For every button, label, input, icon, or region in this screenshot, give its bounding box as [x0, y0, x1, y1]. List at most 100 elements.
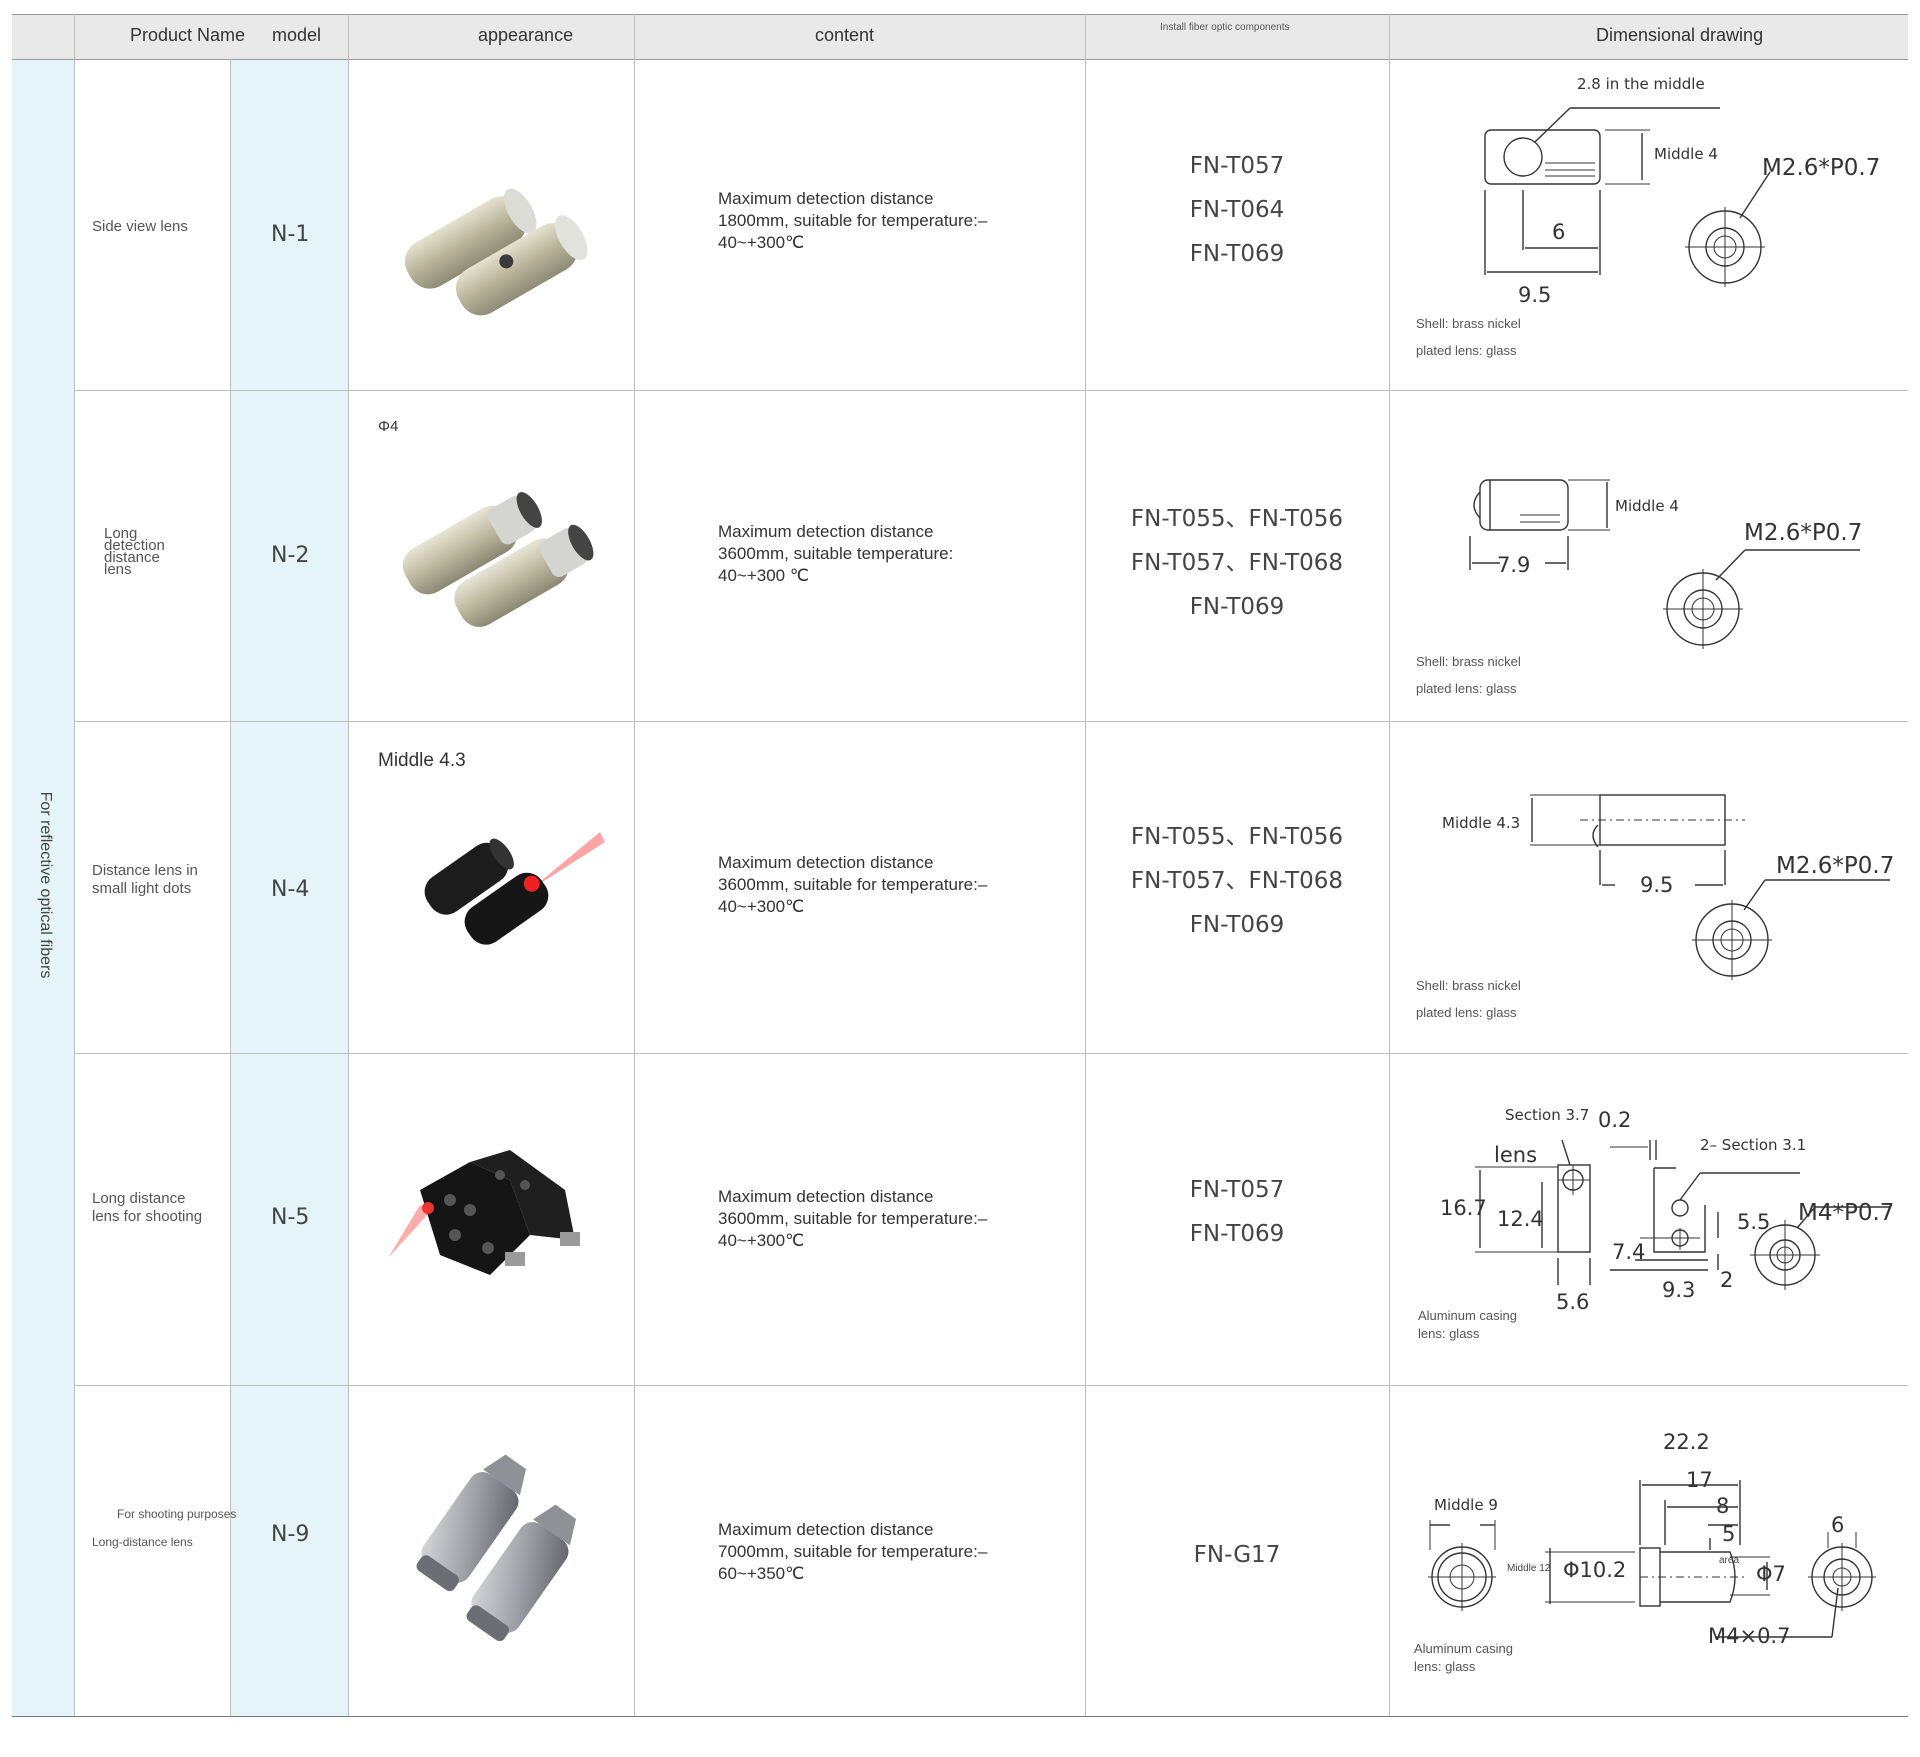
product-photo-n9 — [416, 1454, 577, 1642]
dim-label: Middle 4 — [1654, 145, 1718, 163]
row-content: Maximum detection distance 3600mm, suita… — [718, 1187, 988, 1250]
header-appearance: appearance — [478, 25, 574, 45]
dim-value: M4×0.7 — [1708, 1624, 1791, 1648]
component-item: FN-T064 — [1189, 197, 1285, 223]
column-divider — [348, 14, 349, 1716]
component-item: FN-T069 — [1189, 912, 1285, 938]
row-content: Maximum detection distance 1800mm, suita… — [718, 189, 988, 252]
header-content: content — [815, 25, 875, 45]
dim-label: Middle 9 — [1434, 1496, 1498, 1514]
row-content: Maximum detection distance 3600mm, suita… — [718, 522, 954, 585]
material-note-line: plated lens: glass — [1416, 1005, 1517, 1020]
material-note-line: Shell: brass nickel — [1416, 654, 1521, 669]
component-item: FN-T069 — [1189, 241, 1285, 267]
product-name: Long detection distance lens — [104, 525, 165, 578]
dim-value: 5 — [1722, 1522, 1736, 1546]
dim-value: 6 — [1831, 1513, 1845, 1537]
header-drawing: Dimensional drawing — [1596, 25, 1764, 45]
header-components: Install fiber optic components — [1160, 22, 1290, 33]
row-separator — [74, 721, 1908, 722]
component-list: FN-T057 FN-T069 — [1087, 1168, 1387, 1256]
header-product-name: Product Name — [130, 25, 246, 45]
component-item: FN-T057 — [1189, 153, 1285, 179]
dim-label: 2– Section 3.1 — [1700, 1136, 1807, 1154]
column-divider — [634, 14, 635, 1716]
row-separator — [74, 390, 1908, 391]
dim-value: 9.5 — [1518, 283, 1552, 307]
model-number: N-2 — [271, 543, 310, 568]
product-name-line: For shooting purposes — [117, 1507, 237, 1521]
category-column-background — [12, 59, 74, 1716]
product-name: Distance lens in small light dots — [92, 862, 198, 897]
dim-value: 8 — [1716, 1494, 1730, 1518]
material-note: Shell: brass nickel plated lens: glass — [1416, 972, 1521, 1026]
dim-label: Middle 4 — [1615, 497, 1679, 515]
model-number: N-5 — [271, 1205, 310, 1230]
table-top-border — [12, 14, 1908, 15]
dim-value: 0.2 — [1598, 1108, 1632, 1132]
material-note-line: plated lens: glass — [1416, 343, 1517, 358]
product-photo-n5 — [388, 1150, 580, 1275]
table-bottom-border — [12, 1716, 1908, 1717]
product-photo-n1 — [404, 188, 588, 316]
product-photo-n4 — [424, 832, 605, 945]
product-photo-n2 — [402, 492, 594, 627]
dimension-drawing-n2 — [1469, 479, 1860, 649]
dim-label: Middle 4.3 — [1442, 814, 1521, 832]
component-item: FN-T069 — [1189, 1221, 1285, 1247]
category-label: For reflective optical fibers — [37, 791, 54, 979]
column-divider — [1389, 14, 1390, 1716]
dim-value: 12.4 — [1497, 1207, 1544, 1231]
dim-label: Middle 12 — [1507, 1563, 1551, 1574]
dimension-drawing-n1 — [1484, 107, 1771, 287]
dimension-drawing-n5 — [1475, 1139, 1890, 1290]
row-separator — [74, 1053, 1908, 1054]
dim-value: 5.6 — [1556, 1290, 1590, 1314]
dim-value: 16.7 — [1440, 1196, 1487, 1220]
dim-value: 7.4 — [1612, 1240, 1646, 1264]
component-item: FN-T057、FN-T068 — [1130, 868, 1344, 894]
component-list: FN-G17 — [1087, 1533, 1387, 1577]
component-item: FN-G17 — [1193, 1542, 1281, 1568]
header-bottom-border — [12, 59, 1908, 60]
component-item: FN-T057、FN-T068 — [1130, 550, 1344, 576]
material-note: Shell: brass nickel plated lens: glass — [1416, 310, 1521, 364]
dim-label: area — [1719, 1555, 1740, 1566]
material-note: Shell: brass nickel plated lens: glass — [1416, 648, 1521, 702]
component-list: FN-T055、FN-T056 FN-T057、FN-T068 FN-T069 — [1087, 815, 1387, 947]
material-note: Aluminum casing lens: glass — [1414, 1641, 1513, 1674]
dim-value: 2 — [1720, 1268, 1734, 1292]
component-item: FN-T069 — [1189, 594, 1285, 620]
dimension-drawing-n9 — [1428, 1480, 1876, 1638]
header-model: model — [272, 25, 322, 45]
appearance-label: Middle 4.3 — [378, 750, 466, 771]
column-divider — [1085, 14, 1086, 1716]
row-content: Maximum detection distance 3600mm, suita… — [718, 853, 988, 916]
thread-spec: M4*P0.7 — [1798, 1200, 1895, 1226]
thread-spec: M2.6*P0.7 — [1776, 853, 1895, 879]
product-name: Long distance lens for shooting — [92, 1190, 203, 1225]
product-name-line: Long-distance lens — [92, 1535, 193, 1549]
dim-label: 2.8 in the middle — [1577, 75, 1705, 93]
dimension-drawing-n4 — [1530, 794, 1890, 980]
component-list: FN-T055、FN-T056 FN-T057、FN-T068 FN-T069 — [1087, 497, 1387, 629]
product-name: Side view lens — [92, 218, 188, 235]
dim-value: 22.2 — [1663, 1430, 1710, 1454]
thread-spec: M2.6*P0.7 — [1744, 520, 1863, 546]
component-list: FN-T057 FN-T064 FN-T069 — [1087, 144, 1387, 276]
material-note-line: Shell: brass nickel — [1416, 978, 1521, 993]
dim-value: 9.5 — [1640, 873, 1674, 897]
component-item: FN-T055、FN-T056 — [1130, 506, 1344, 532]
model-column-background — [230, 59, 348, 1716]
model-number: N-4 — [271, 877, 310, 902]
dim-value: 17 — [1686, 1468, 1713, 1492]
material-note: Aluminum casing lens: glass — [1418, 1308, 1517, 1341]
component-item: FN-T057 — [1189, 1177, 1285, 1203]
appearance-label: Φ4 — [378, 418, 399, 435]
name-model-divider — [230, 59, 231, 1716]
thread-spec: M2.6*P0.7 — [1762, 155, 1881, 181]
material-note-line: Shell: brass nickel — [1416, 316, 1521, 331]
product-name: For shooting purposes Long-distance lens — [92, 1500, 236, 1556]
dim-value: 5.5 — [1737, 1210, 1771, 1234]
